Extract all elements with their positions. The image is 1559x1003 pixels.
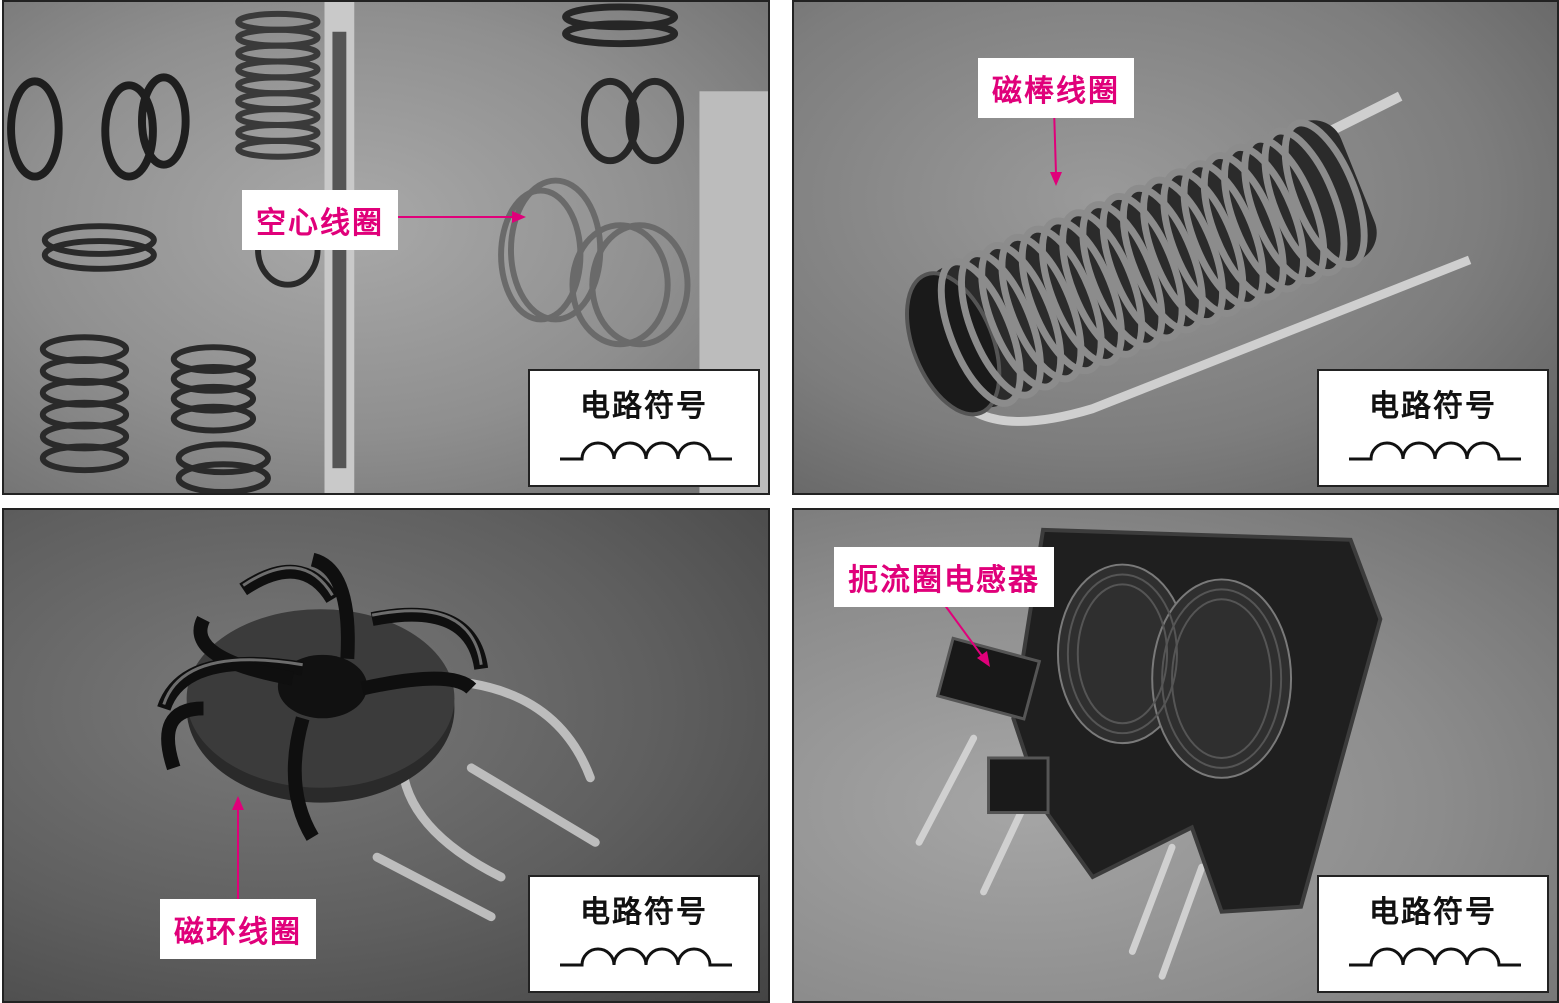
choke-inductor-photo: [915, 527, 1383, 980]
inductor-symbol-icon: [560, 441, 732, 461]
symbol-box-2: 电路符号: [1317, 369, 1549, 487]
panel-choke-inductor: 扼流圈电感器 电路符号: [792, 508, 1559, 1003]
rod-core-coil-photo: [905, 91, 1472, 426]
choke-inductor-label: 扼流圈电感器: [834, 547, 1054, 607]
inductor-symbol-icon: [1349, 947, 1521, 967]
inductor-symbol-icon: [560, 947, 732, 967]
panel-rod-core-coil: 磁棒线圈 电路符号: [792, 0, 1559, 495]
panel-air-core-coil: 空心线圈 电路符号: [2, 0, 770, 495]
symbol-box-1: 电路符号: [528, 369, 760, 487]
symbol-caption: 电路符号: [580, 389, 708, 424]
symbol-box-3: 电路符号: [528, 875, 760, 993]
inductor-symbol-icon: [1349, 441, 1521, 461]
toroid-coil-label: 磁环线圈: [160, 899, 316, 959]
symbol-caption: 电路符号: [1369, 895, 1497, 930]
symbol-caption: 电路符号: [1369, 389, 1497, 424]
panel-toroid-coil: 磁环线圈 电路符号: [2, 508, 770, 1003]
symbol-caption: 电路符号: [580, 895, 708, 930]
air-core-coil-label: 空心线圈: [242, 190, 398, 250]
symbol-box-4: 电路符号: [1317, 875, 1549, 993]
rod-core-coil-label: 磁棒线圈: [978, 58, 1134, 118]
toroid-coil-photo: [157, 552, 600, 922]
